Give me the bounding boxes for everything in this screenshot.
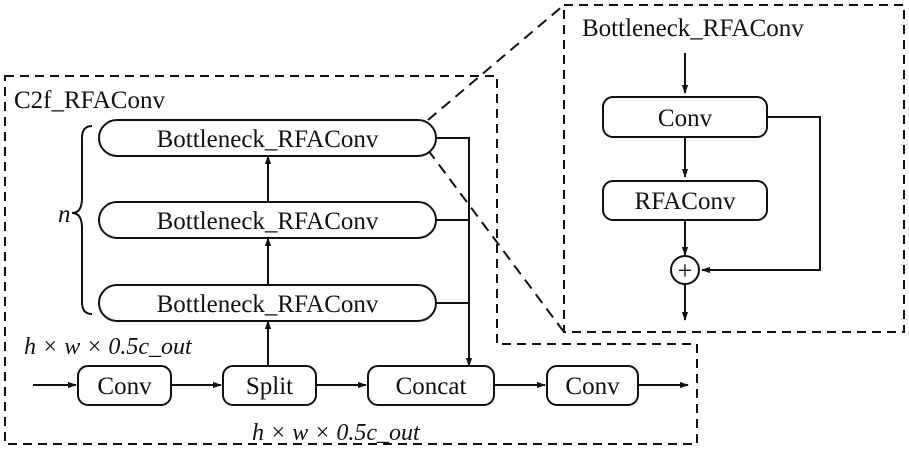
detail-conv-node: Conv [602, 96, 768, 138]
split-node: Split [222, 365, 317, 406]
split-branch-annotation: h × w × 0.5c_out [24, 334, 193, 360]
detail-block-frame [563, 4, 905, 333]
detail-rfaconv-node: RFAConv [602, 180, 768, 221]
zoom-line-top [427, 4, 565, 121]
bottleneck-1-label: Bottleneck_RFAConv [157, 126, 379, 153]
main-block-frame [4, 75, 698, 445]
detail-conv-label: Conv [658, 105, 713, 132]
bottleneck-node-2: Bottleneck_RFAConv [98, 201, 437, 239]
detail-rfaconv-label: RFAConv [635, 188, 736, 215]
bottleneck-node-1: Bottleneck_RFAConv [98, 119, 437, 157]
repeat-brace [71, 125, 93, 315]
main-block-title: C2f_RFAConv [14, 87, 165, 114]
zoom-line-bottom [427, 149, 565, 333]
add-operation-symbol: + [678, 256, 693, 285]
conv-output-label: Conv [565, 373, 620, 400]
concat-branch-annotation: h × w × 0.5c_out [252, 420, 421, 446]
conv-input-label: Conv [97, 373, 152, 400]
add-operation-node: + [670, 255, 700, 285]
repeat-label: n [58, 201, 71, 228]
concat-node: Concat [367, 365, 495, 406]
bottleneck-2-label: Bottleneck_RFAConv [157, 208, 379, 235]
concat-label: Concat [396, 373, 467, 400]
edge-bottleneck-1-concat [436, 137, 473, 367]
edge-detail-residual [701, 116, 821, 274]
detail-block-title: Bottleneck_RFAConv [582, 15, 804, 42]
bottleneck-3-label: Bottleneck_RFAConv [157, 291, 379, 318]
split-label: Split [246, 373, 293, 400]
conv-output-node: Conv [546, 365, 639, 406]
bottleneck-node-3: Bottleneck_RFAConv [98, 284, 437, 322]
conv-input-node: Conv [77, 365, 172, 406]
